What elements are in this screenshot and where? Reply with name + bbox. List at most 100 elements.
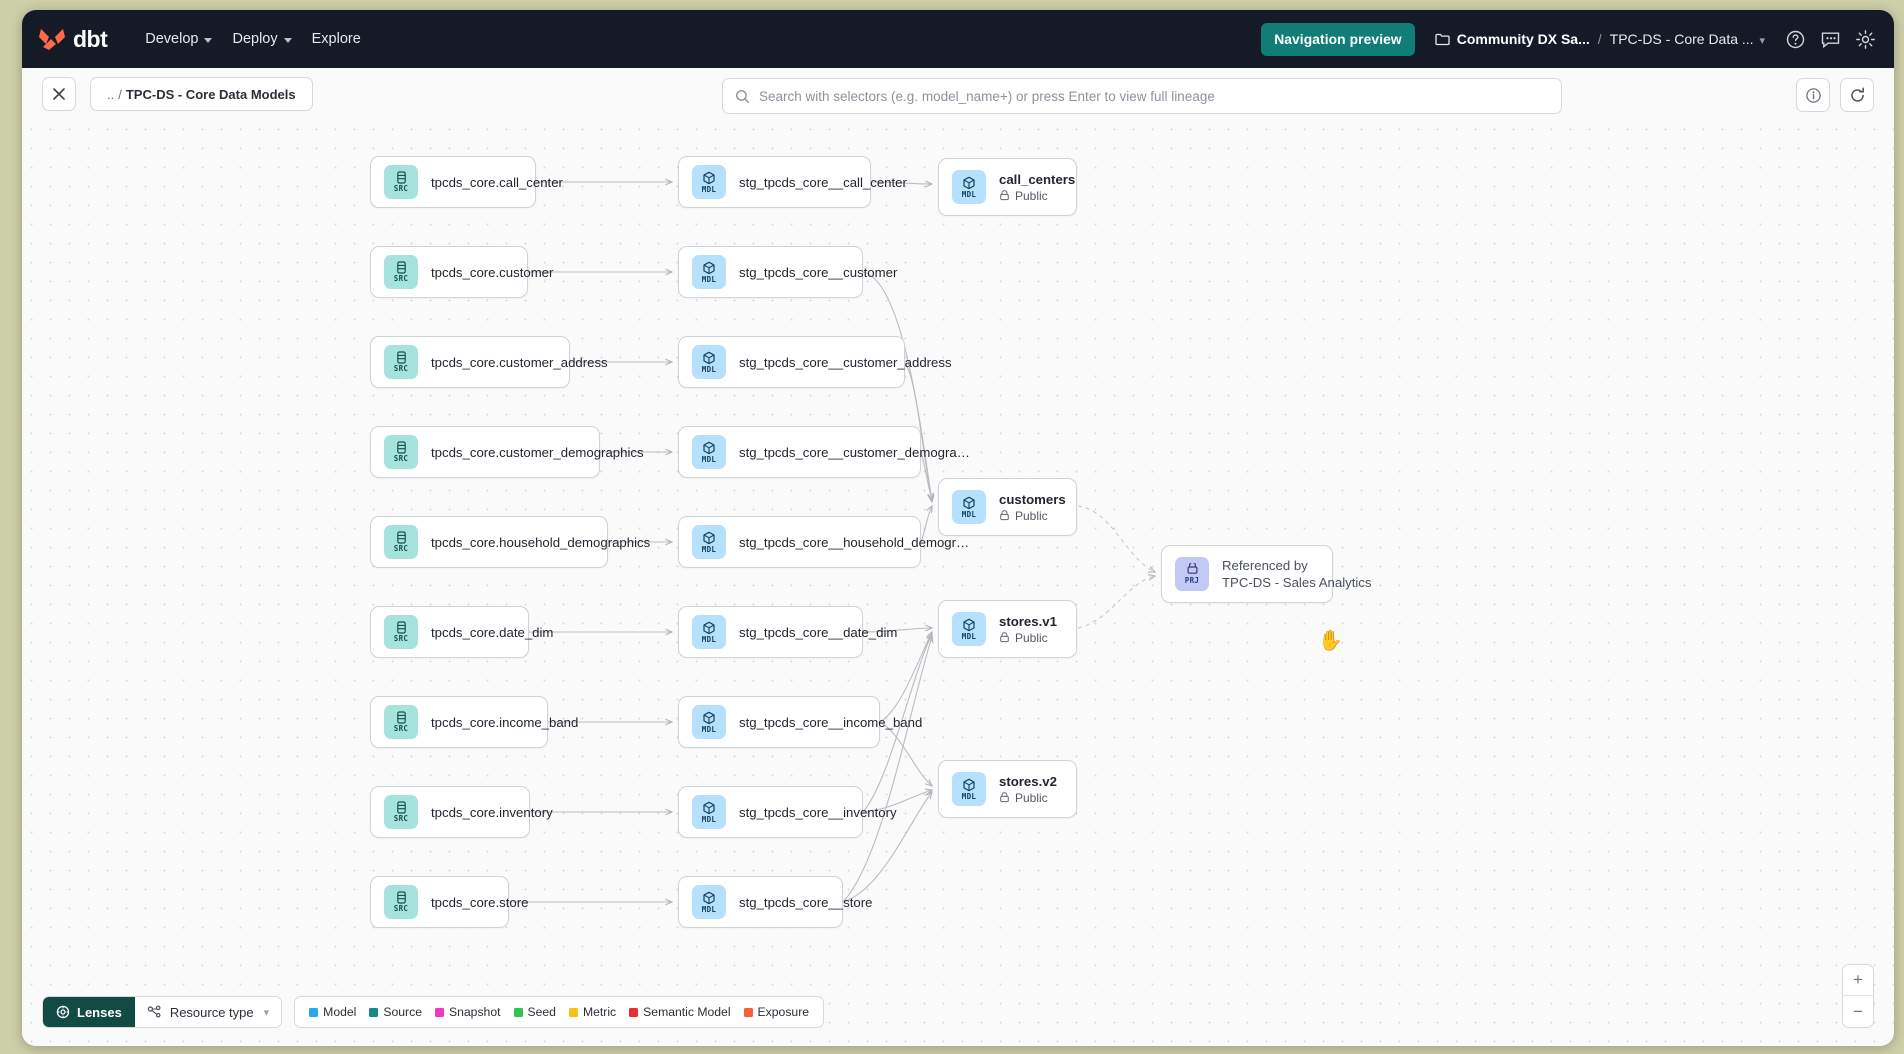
refresh-lineage-button[interactable]: [1840, 78, 1874, 112]
lineage-node-model[interactable]: MDL stg_tpcds_core__store: [678, 876, 873, 928]
chevron-down-icon: [283, 37, 292, 43]
legend-item[interactable]: Snapshot: [435, 1005, 501, 1019]
lineage-breadcrumb-pill[interactable]: .. / TPC-DS - Core Data Models: [90, 77, 313, 111]
node-access-text: Public: [1015, 630, 1048, 645]
dbt-logo-text: dbt: [73, 25, 108, 52]
mdl-badge-icon: MDL: [952, 170, 986, 204]
breadcrumb-project-label: Community DX Sa...: [1456, 31, 1590, 47]
lineage-node-source[interactable]: SRC tpcds_core.call_center: [370, 156, 563, 208]
lineage-edges: [509, 120, 1894, 1046]
nav-item-explore[interactable]: Explore: [302, 25, 371, 53]
node-title: tpcds_core.call_center: [431, 174, 563, 190]
legend-swatch: [513, 1007, 523, 1017]
node-exposure-project: TPC-DS - Sales Analytics: [1222, 575, 1372, 590]
node-title: stg_tpcds_core__customer_demogra…: [739, 444, 970, 460]
node-access-label: Public: [999, 631, 1057, 645]
dbt-logo[interactable]: dbt: [38, 25, 108, 53]
lenses-button-label: Lenses: [77, 1004, 122, 1020]
node-title: stg_tpcds_core__date_dim: [739, 624, 898, 640]
lineage-breadcrumb-prefix: ..: [107, 86, 115, 102]
help-icon[interactable]: [1785, 29, 1806, 50]
legend-item[interactable]: Seed: [513, 1005, 556, 1019]
nav-item-deploy[interactable]: Deploy: [222, 25, 301, 53]
resource-type-legend: Model Source Snapshot Seed Metric Semantic Mo…: [294, 996, 825, 1028]
node-title: stg_tpcds_core__customer: [739, 264, 898, 280]
lineage-breadcrumb-separator: /: [118, 86, 122, 102]
legend-label: Model: [323, 1005, 357, 1019]
lineage-node-source[interactable]: SRC tpcds_core.store: [370, 876, 529, 928]
search-area: [722, 78, 1562, 114]
lineage-info-button[interactable]: [1796, 78, 1830, 112]
node-title: stg_tpcds_core__store: [739, 894, 873, 910]
legend-label: Semantic Model: [643, 1005, 731, 1019]
breadcrumb-environment[interactable]: TPC-DS - Core Data ... ▾: [1610, 31, 1765, 47]
settings-icon[interactable]: [1855, 29, 1876, 50]
mdl-badge-icon: MDL: [692, 885, 726, 919]
node-title: tpcds_core.income_band: [431, 714, 579, 730]
folder-icon: [1435, 33, 1450, 45]
search-box[interactable]: [722, 78, 1562, 114]
navigation-preview-button[interactable]: Navigation preview: [1261, 22, 1415, 56]
node-title: tpcds_core.customer: [431, 264, 554, 280]
src-badge-icon: SRC: [384, 885, 418, 919]
lens-icon: [56, 1005, 70, 1019]
src-badge-icon: SRC: [384, 795, 418, 829]
legend-item[interactable]: Semantic Model: [629, 1005, 731, 1019]
close-lineage-button[interactable]: [42, 77, 76, 111]
legend-swatch: [629, 1007, 639, 1017]
search-input[interactable]: [759, 88, 1549, 104]
node-access-text: Public: [1015, 790, 1048, 805]
src-badge-icon: SRC: [384, 525, 418, 559]
legend-swatch: [435, 1007, 444, 1017]
legend-item[interactable]: Metric: [568, 1005, 616, 1019]
node-title: tpcds_core.store: [431, 894, 529, 910]
node-title: call_centers: [999, 171, 1076, 187]
lock-icon: [1000, 792, 1009, 803]
node-body: stg_tpcds_core__customer_address: [739, 355, 952, 370]
mdl-badge-icon: MDL: [952, 612, 986, 646]
node-title: stg_tpcds_core__inventory: [739, 804, 897, 820]
feedback-icon[interactable]: [1820, 29, 1841, 50]
zoom-in-button[interactable]: +: [1843, 965, 1873, 996]
dbt-logo-icon: [38, 26, 66, 52]
nav-item-develop[interactable]: Develop: [135, 25, 222, 53]
src-badge-icon: SRC: [384, 165, 418, 199]
zoom-out-button[interactable]: −: [1853, 1001, 1863, 1021]
node-body: stg_tpcds_core__inventory: [739, 804, 897, 820]
legend-item[interactable]: Model: [309, 1005, 356, 1019]
node-body: tpcds_core.call_center: [431, 174, 563, 190]
legend-item[interactable]: Exposure: [743, 1005, 809, 1019]
lenses-button[interactable]: Lenses: [43, 997, 135, 1027]
legend-swatch: [743, 1007, 753, 1017]
resource-type-dropdown[interactable]: Resource type ▾: [134, 997, 282, 1027]
breadcrumb-project[interactable]: Community DX Sa...: [1435, 31, 1590, 47]
lock-icon: [1000, 510, 1009, 521]
resource-type-label: Resource type: [169, 1004, 254, 1020]
legend-item[interactable]: Source: [369, 1005, 422, 1019]
node-body: tpcds_core.store: [431, 894, 529, 910]
node-body: stg_tpcds_core__date_dim: [739, 624, 898, 640]
node-access-label: Public: [999, 791, 1057, 805]
header-icon-group: [1785, 29, 1876, 50]
